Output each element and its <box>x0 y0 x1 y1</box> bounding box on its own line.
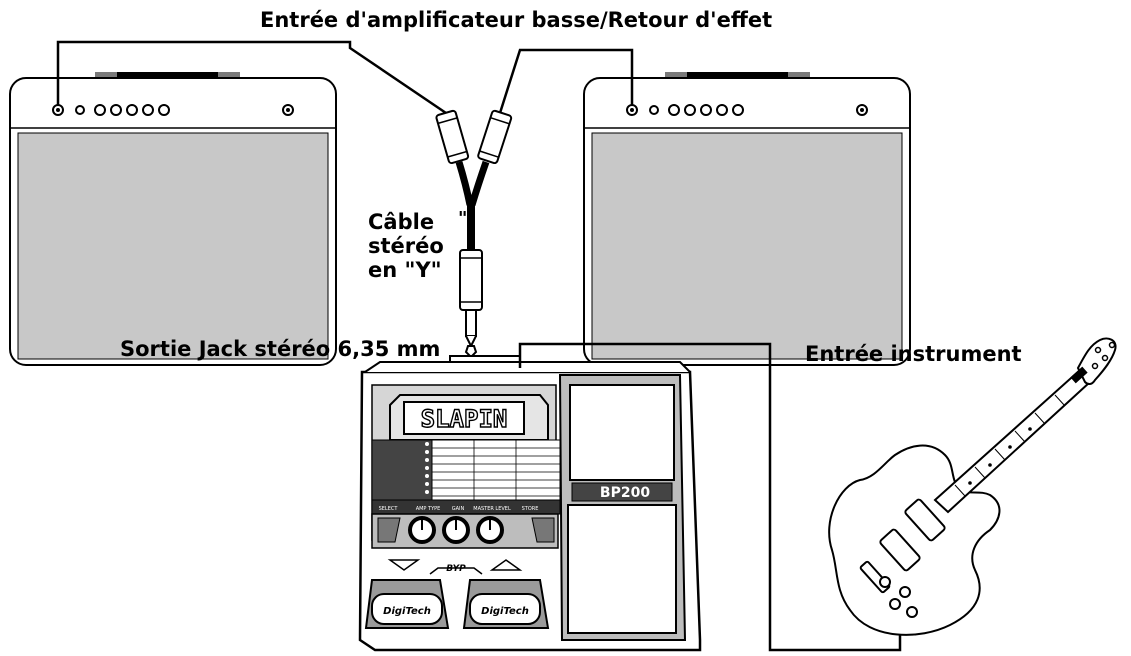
model-badge: BP200 <box>600 485 650 501</box>
footswitch-left[interactable]: DigiTech <box>364 579 450 629</box>
y-cable-label-line1: Câble <box>368 210 435 234</box>
y-cable-label-line2: stéréo <box>368 234 444 258</box>
y-cable-label-line3: en "Y" <box>368 258 442 282</box>
display-text: SLAPIN <box>421 405 508 433</box>
button-label-amp-type: AMP TYPE <box>416 506 441 512</box>
y-cable <box>56 40 634 359</box>
brand-logo-left: DigiTech <box>383 606 431 617</box>
right-amplifier <box>583 72 911 366</box>
knob-level[interactable] <box>442 516 470 544</box>
button-label-store: STORE <box>522 506 539 512</box>
button-label-select: SELECT <box>379 506 399 512</box>
instrument-cable <box>518 342 902 652</box>
guitar <box>828 337 1117 636</box>
knob-gain[interactable] <box>408 516 436 544</box>
bypass-label: BYP <box>446 564 466 574</box>
left-amplifier <box>9 72 337 366</box>
stereo-out-label: Sortie Jack stéréo 6,35 mm <box>120 337 441 361</box>
y-cable-label: Câble stéréo en "Y" <box>368 210 444 282</box>
y-cable-quote-mark: " <box>458 208 468 229</box>
brand-logo-right: DigiTech <box>481 606 529 617</box>
button-label-master-level: MASTER LEVEL <box>473 506 511 512</box>
button-label-gain: GAIN <box>452 506 465 512</box>
amp-input-label: Entrée d'amplificateur basse/Retour d'ef… <box>260 8 773 32</box>
footswitch-right[interactable]: DigiTech <box>462 579 550 629</box>
bp200-pedal: SLAPIN SELECT AMP TYPE GAIN <box>358 355 702 652</box>
knob-master[interactable] <box>476 516 504 544</box>
instrument-in-label: Entrée instrument <box>805 342 1022 366</box>
